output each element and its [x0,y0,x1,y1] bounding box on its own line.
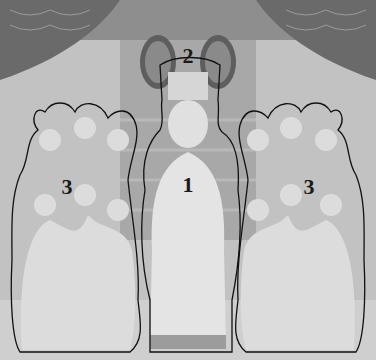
region-outline [8,98,144,356]
callout-number: 1 [183,174,194,196]
region-outline [232,98,368,356]
region-outline-path [11,103,140,352]
figure-region: 1 [136,52,244,356]
region-outline [136,52,244,356]
region-outline-path [142,58,240,353]
region-outline-path [236,103,365,352]
callout-number: 3 [62,176,73,198]
figure-region: 3 [232,98,368,356]
figure-region: 3 [8,98,144,356]
callout-number: 3 [304,176,315,198]
callout-number: 2 [183,45,194,67]
